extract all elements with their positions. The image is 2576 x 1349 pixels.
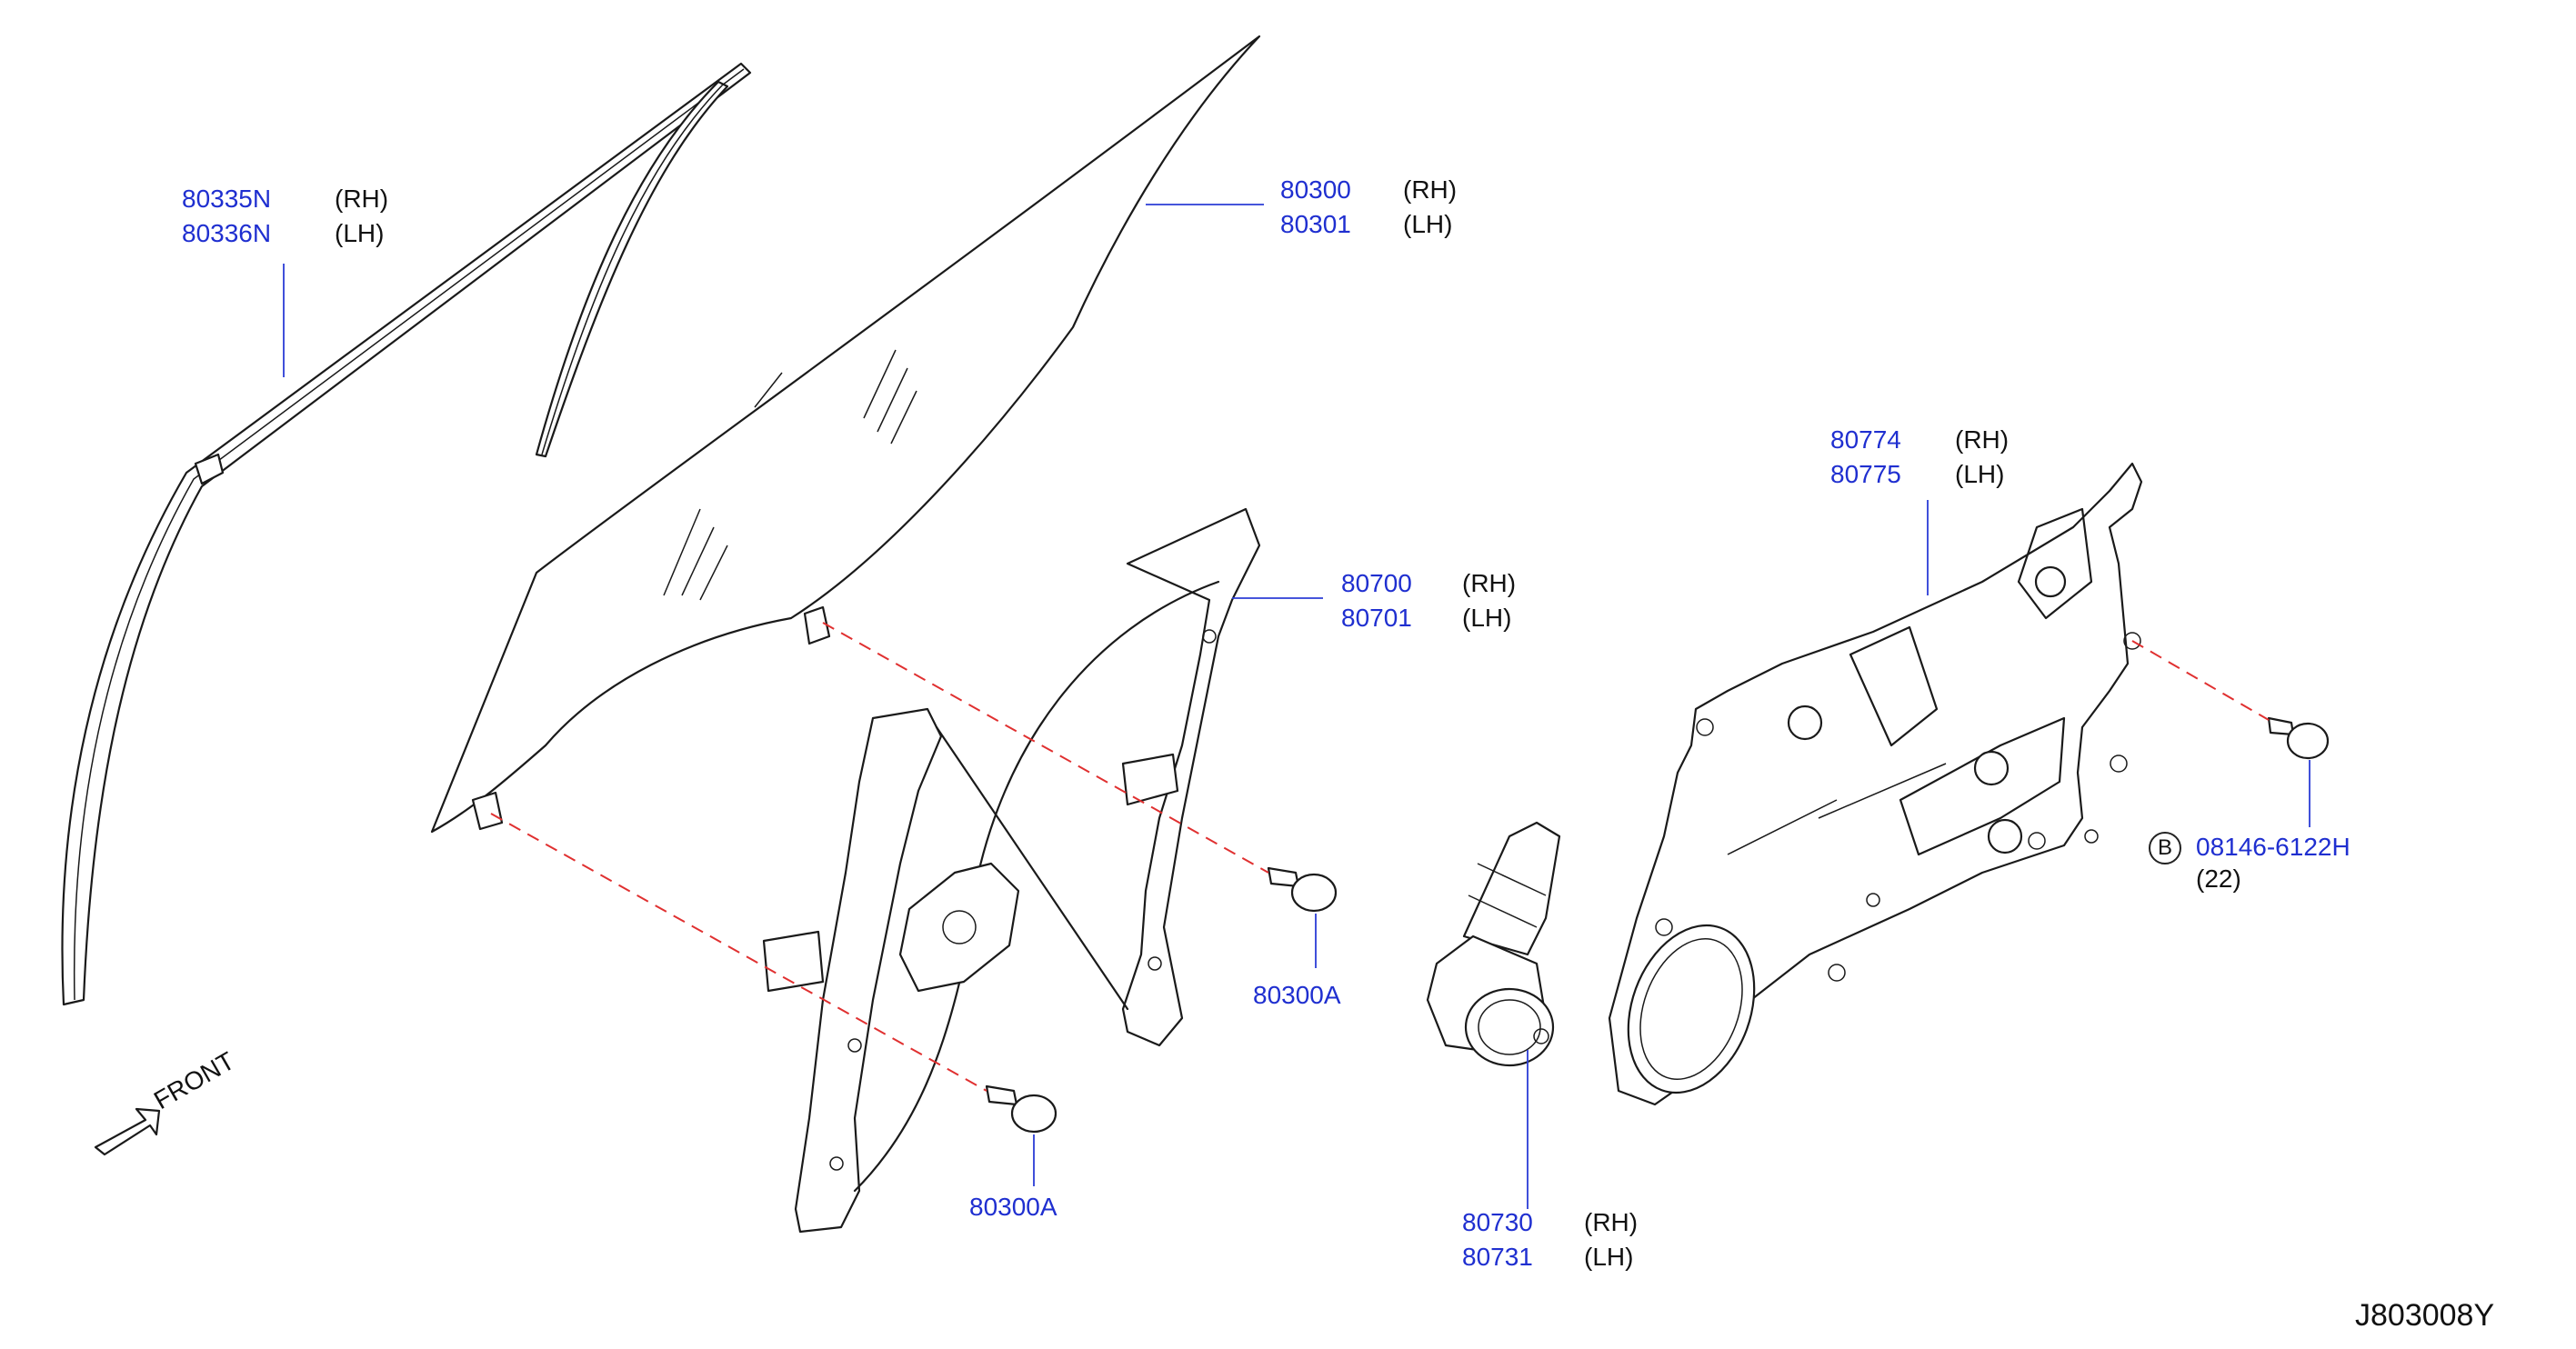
alignment-lines — [490, 622, 2270, 1092]
part-number-lh[interactable]: 80775 — [1830, 460, 1901, 488]
side-lh: (LH) — [335, 219, 385, 247]
side-lh: (LH) — [1955, 460, 2005, 488]
bolt-lower — [985, 1084, 1057, 1134]
part-number-rh[interactable]: 80730 — [1462, 1208, 1533, 1236]
bolt-upper — [1267, 866, 1338, 913]
part-number-rh[interactable]: 80774 — [1830, 425, 1901, 454]
callout-bolt-upper[interactable]: 80300A — [1253, 981, 1341, 1009]
side-lh: (LH) — [1584, 1243, 1634, 1271]
part-number-lh[interactable]: 80701 — [1341, 604, 1412, 632]
side-lh: (LH) — [1462, 604, 1512, 632]
side-rh: (RH) — [1584, 1208, 1639, 1236]
side-rh: (RH) — [1955, 425, 2010, 454]
side-lh: (LH) — [1403, 210, 1453, 238]
side-rh: (RH) — [1403, 175, 1458, 204]
leader-lines — [283, 204, 2310, 1209]
quantity: (22) — [2196, 864, 2241, 893]
door-sash-channel — [61, 62, 752, 1006]
regulator-motor — [1426, 821, 1561, 1067]
callout-bolt-lower[interactable]: 80300A — [969, 1193, 1057, 1221]
part-number-rh[interactable]: 80700 — [1341, 569, 1412, 597]
window-regulator — [762, 507, 1261, 1234]
part-number[interactable]: 08146-6122H — [2196, 833, 2350, 861]
part-number-rh[interactable]: 80335N — [182, 185, 272, 213]
side-rh: (RH) — [1462, 569, 1517, 597]
side-rh: (RH) — [335, 185, 389, 213]
diagram-code: J803008Y — [2355, 1298, 2495, 1333]
bolt-panel — [2267, 716, 2330, 760]
part-number-lh[interactable]: 80731 — [1462, 1243, 1533, 1271]
part-number-lh[interactable]: 80301 — [1280, 210, 1351, 238]
door-module-panel — [1608, 462, 2143, 1106]
marker-b-circle: B — [2149, 832, 2181, 864]
door-glass — [430, 35, 1261, 834]
part-number-lh[interactable]: 80336N — [182, 219, 272, 247]
part-number-rh[interactable]: 80300 — [1280, 175, 1351, 204]
front-arrow-icon — [94, 1107, 161, 1156]
